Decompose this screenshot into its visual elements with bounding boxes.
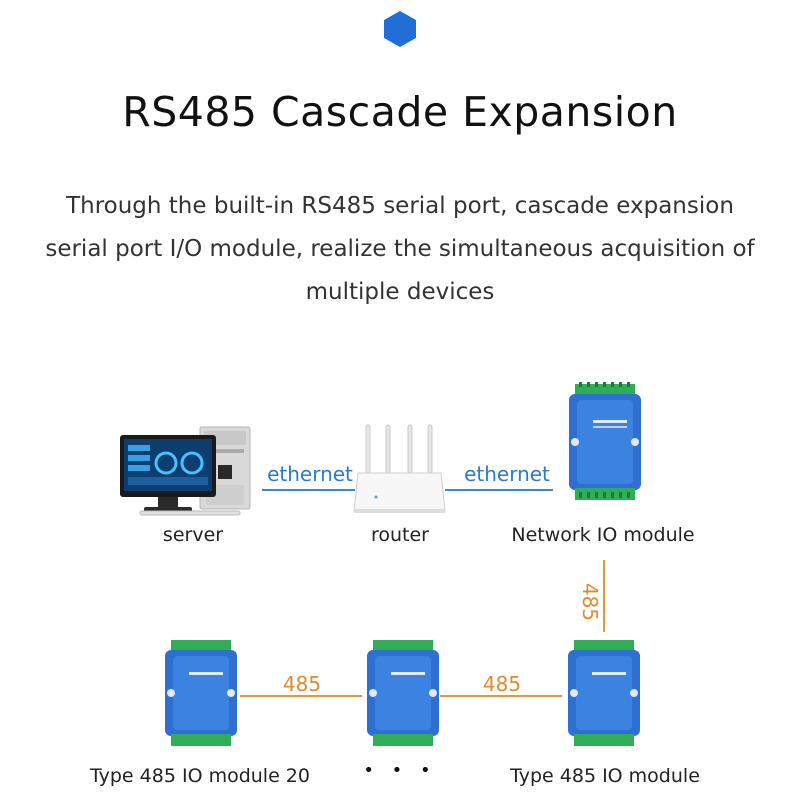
type485-module-middle-icon [367, 640, 439, 746]
ellipsis-text: • • • [363, 760, 437, 781]
rs485-line-left [240, 695, 362, 697]
page-description: Through the built-in RS485 serial port, … [45, 193, 755, 305]
router-icon [353, 424, 446, 513]
ethernet-label-1: ethernet [267, 462, 353, 486]
rs485-label-left: 485 [282, 672, 322, 696]
rs485-label-right: 485 [482, 672, 522, 696]
ethernet-line-1 [262, 489, 355, 491]
router-label: router [370, 524, 429, 546]
rs485-line-right [440, 695, 562, 697]
ethernet-label-2: ethernet [464, 462, 550, 486]
type485-module-left-label: Type 485 IO module 20 [89, 765, 310, 787]
type485-module-right-icon [568, 640, 640, 746]
server-icon [120, 426, 251, 516]
type485-module-right-label: Type 485 IO module [510, 765, 700, 787]
type485-module-left-icon [165, 640, 237, 746]
network-io-module-label: Network IO module [511, 524, 695, 546]
step-number: 5 [12, 7, 26, 31]
network-io-module-icon [569, 382, 641, 500]
rs485-line-vertical [603, 560, 605, 632]
step-badge-icon [384, 11, 416, 47]
server-label: server [162, 524, 224, 546]
rs485-label-vertical: 485 [578, 582, 602, 622]
ethernet-line-2 [445, 489, 553, 491]
page-title: RS485 Cascade Expansion [122, 88, 678, 136]
